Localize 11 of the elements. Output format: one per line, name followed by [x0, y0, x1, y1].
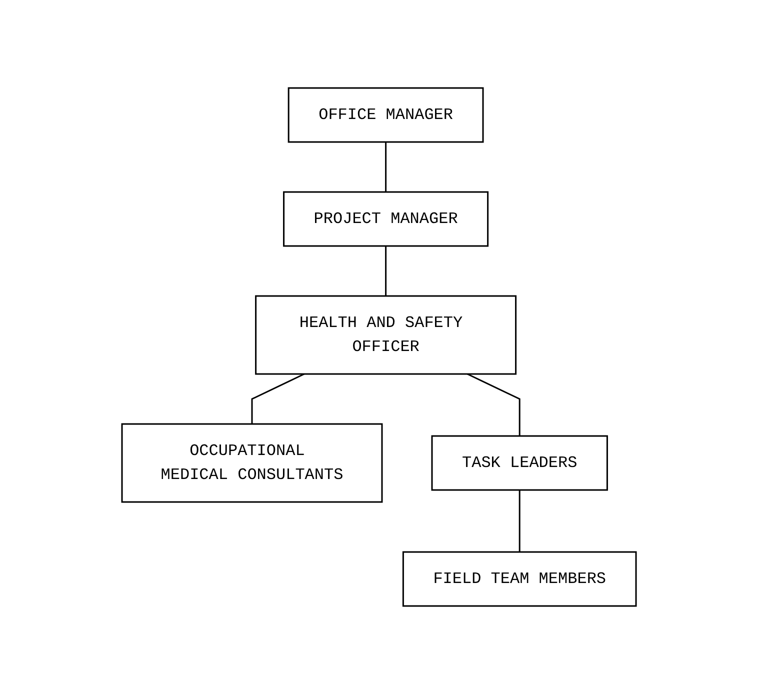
- node-box: HEALTH AND SAFETY OFFICER: [256, 295, 518, 375]
- connector: [252, 373, 306, 424]
- node-box: PROJECT MANAGER: [284, 191, 490, 247]
- node-box: OCCUPATIONAL MEDICAL CONSULTANTS: [122, 423, 384, 503]
- connector: [468, 373, 521, 436]
- node-box: TASK LEADERS: [432, 435, 608, 491]
- connector: [386, 246, 388, 296]
- node-box: FIELD TEAM MEMBERS: [402, 551, 638, 607]
- node-box: OFFICE MANAGER: [288, 87, 484, 143]
- connector: [519, 490, 521, 552]
- connector: [386, 142, 388, 192]
